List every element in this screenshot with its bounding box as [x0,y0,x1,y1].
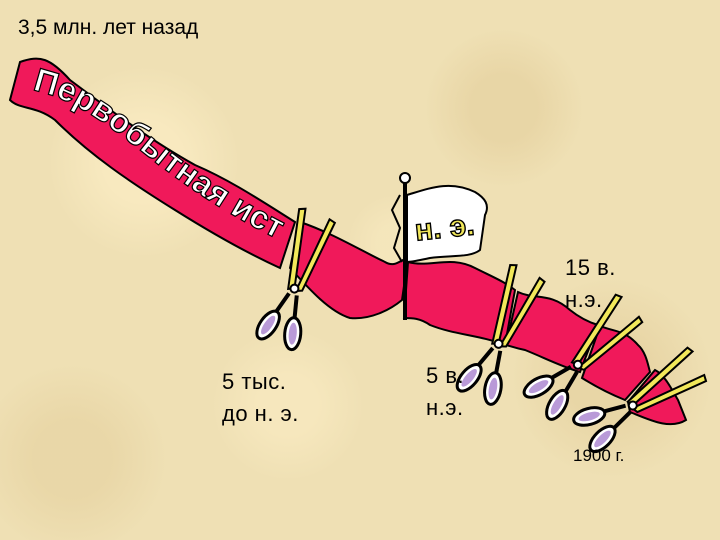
label-5000-bc: 5 тыс. до н. э. [222,366,299,430]
label-5000-bc-line1: 5 тыс. [222,369,287,394]
label-15th-century: 15 в. н.э. [565,252,616,316]
label-5000-bc-line2: до н. э. [222,401,299,426]
label-5th-century-line1: 5 в. [426,363,465,388]
label-5th-century-line2: н.э. [426,395,464,420]
flag-icon: н. э. [390,172,488,320]
ribbon-segment-prehistoric [8,57,297,270]
flag-text: н. э. [413,208,476,247]
label-15th-century-line2: н.э. [565,287,603,312]
label-15th-century-line1: 15 в. [565,255,616,280]
timeline-start-label: 3,5 млн. лет назад [18,16,199,39]
ribbon-segment-medieval [504,290,600,374]
label-1900: 1900 г. [573,446,625,465]
label-5th-century: 5 в. н.э. [426,360,464,424]
